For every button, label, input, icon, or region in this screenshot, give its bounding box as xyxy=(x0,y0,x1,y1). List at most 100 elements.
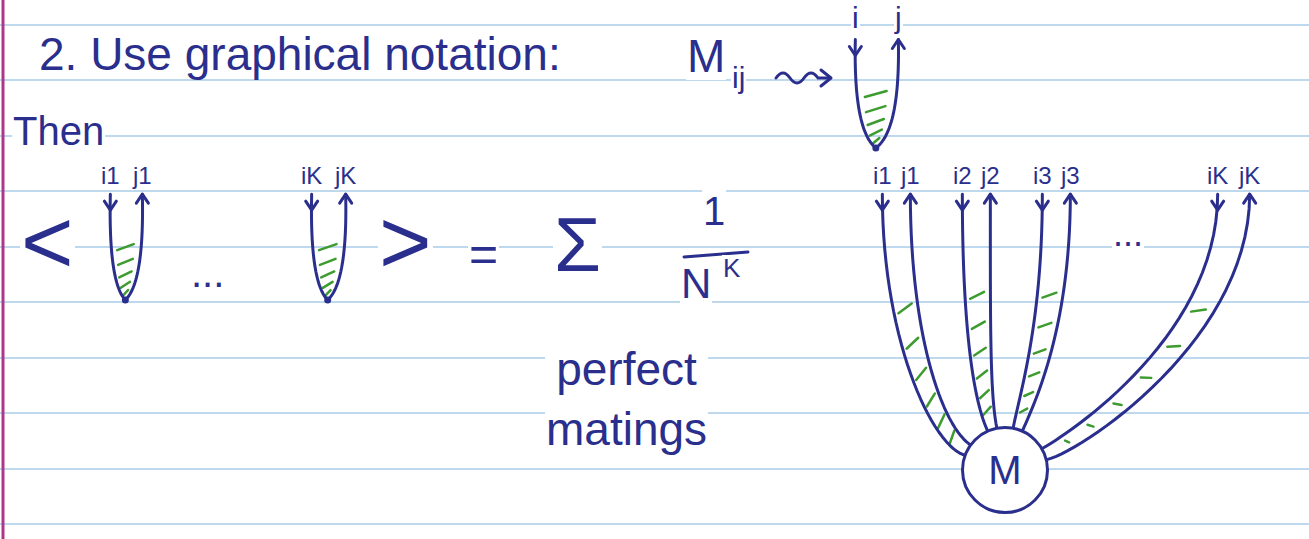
arrowhead xyxy=(1064,194,1076,203)
arrowhead xyxy=(340,194,352,203)
index-label: j1 xyxy=(132,163,153,188)
hatching xyxy=(319,244,336,250)
hatching xyxy=(1042,293,1056,298)
strand xyxy=(125,194,142,300)
arrowhead xyxy=(1244,194,1256,203)
index-label: j3 xyxy=(1060,163,1081,188)
matrix-glyph xyxy=(104,194,148,303)
word: Then xyxy=(12,110,105,152)
hatching xyxy=(119,271,131,277)
ellipsis: ... xyxy=(1112,215,1144,253)
hatching xyxy=(898,304,911,314)
angle-bracket: > xyxy=(378,195,433,290)
index-label: j xyxy=(894,2,903,34)
hatching xyxy=(1024,392,1033,396)
denominator: N xyxy=(680,262,712,306)
hatching xyxy=(1065,441,1069,443)
hatching xyxy=(1088,425,1094,427)
hatching xyxy=(320,259,336,265)
leg-pair xyxy=(1013,194,1076,430)
hatching xyxy=(870,130,882,136)
hatching xyxy=(872,138,879,144)
hatching xyxy=(866,106,885,112)
hatching xyxy=(117,244,133,250)
matrix-glyph xyxy=(306,194,352,303)
strand xyxy=(328,194,346,300)
arrowhead xyxy=(956,201,968,210)
hatching xyxy=(984,407,991,415)
strand xyxy=(1043,194,1218,448)
index-label: j2 xyxy=(980,163,1001,188)
hatching xyxy=(1038,323,1051,328)
hatching xyxy=(980,390,989,398)
arrowhead xyxy=(1036,201,1048,210)
hatching xyxy=(938,414,944,427)
strand xyxy=(962,194,987,430)
arrowhead xyxy=(104,201,116,210)
hatching xyxy=(323,282,333,288)
hatching xyxy=(927,393,935,406)
index-label: iK xyxy=(1206,163,1229,188)
hatching xyxy=(1191,309,1206,311)
strand xyxy=(311,194,327,300)
strand xyxy=(990,194,996,427)
strand xyxy=(882,194,963,455)
strand xyxy=(855,40,876,149)
hatching xyxy=(916,368,926,380)
hatching xyxy=(974,348,986,356)
index-subscript: ij xyxy=(731,62,746,94)
hatching xyxy=(972,322,985,329)
hatching xyxy=(118,259,133,265)
index-label: i1 xyxy=(872,163,893,188)
hatching xyxy=(1020,409,1027,413)
arrowhead xyxy=(876,201,888,210)
hatching xyxy=(977,371,987,379)
arrowhead xyxy=(136,194,148,203)
leg-pair xyxy=(876,194,969,455)
hatching xyxy=(1034,349,1046,353)
node-label: M xyxy=(988,450,1021,490)
arrowhead xyxy=(1212,201,1224,210)
strand xyxy=(1023,194,1070,430)
index-label: i2 xyxy=(952,163,973,188)
tensor-circle: M xyxy=(961,426,1049,514)
arrowhead xyxy=(892,40,904,49)
arrowhead xyxy=(306,201,318,210)
hatching xyxy=(1141,376,1151,379)
index-label: jK xyxy=(1238,163,1261,188)
subscript-note: perfect matings xyxy=(545,340,708,460)
index-label: i xyxy=(851,2,860,34)
angle-bracket: < xyxy=(20,195,75,290)
hatching xyxy=(907,338,919,349)
index-label: j1 xyxy=(900,163,921,188)
heading: 2. Use graphical notation: xyxy=(38,30,562,78)
strand xyxy=(110,194,125,300)
matrix-symbol: M xyxy=(686,32,726,80)
strand xyxy=(1048,194,1250,459)
arrowhead xyxy=(849,47,861,56)
glyph-dot xyxy=(324,297,331,304)
sum-symbol: Σ xyxy=(553,205,602,285)
glyph-dot xyxy=(122,297,129,304)
strand xyxy=(876,40,899,149)
hatching xyxy=(121,282,130,288)
index-label: iK xyxy=(300,163,323,188)
squiggle-arrow xyxy=(776,70,831,86)
equals-sign: = xyxy=(468,228,499,281)
hatching xyxy=(1113,404,1121,405)
hatching xyxy=(865,91,887,97)
hatching xyxy=(1167,345,1180,348)
arrowhead xyxy=(904,194,916,203)
leg-pair xyxy=(956,194,996,430)
matrix-glyph xyxy=(849,40,904,152)
arrowhead xyxy=(984,194,996,203)
glyph-dot xyxy=(872,145,879,152)
ellipsis: ... xyxy=(190,252,225,294)
leg-pair xyxy=(1043,194,1256,459)
index-label: jK xyxy=(334,163,357,188)
hatching xyxy=(321,271,334,277)
hatching xyxy=(868,119,884,125)
hatching xyxy=(1029,372,1039,376)
hatching xyxy=(970,292,984,299)
